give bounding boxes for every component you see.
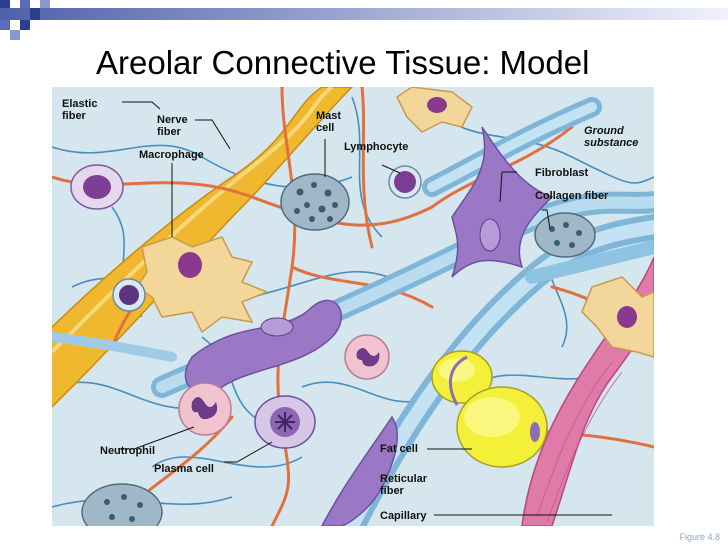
macrophage-2 [396, 87, 473, 133]
neutrophil-2 [344, 334, 390, 380]
mast-cell-3 [81, 483, 163, 526]
tissue-illustration [52, 87, 654, 526]
label-elastic-fiber: Elastic fiber [62, 98, 98, 122]
areolar-tissue-figure: Elastic fiber Nerve fiber Macrophage Mas… [52, 87, 654, 526]
fat-cells [431, 350, 548, 468]
label-plasma-cell: Plasma cell [154, 463, 214, 475]
label-collagen-fiber: Collagen fiber [535, 190, 609, 202]
label-fibroblast: Fibroblast [535, 167, 589, 179]
label-neutrophil: Neutrophil [100, 445, 155, 457]
lymphocyte [388, 165, 422, 199]
mast-cell-2 [534, 212, 596, 258]
leader-lines [118, 101, 612, 516]
macrophage-3 [581, 276, 654, 358]
label-capillary: Capillary [380, 510, 427, 522]
macrophage [135, 236, 270, 334]
label-macrophage: Macrophage [139, 149, 204, 161]
lymphocyte-2 [112, 278, 146, 312]
slide-title: Areolar Connective Tissue: Model [96, 44, 590, 81]
label-mast-cell: Mast cell [316, 110, 342, 134]
label-reticular-fiber: Reticular fiber [380, 473, 428, 497]
mast-cell [280, 173, 350, 231]
neutrophil [178, 382, 232, 436]
plasma-cell [254, 395, 316, 449]
label-fat-cell: Fat cell [380, 443, 418, 455]
plasma-cell-2 [70, 164, 124, 210]
header-decoration [0, 0, 728, 50]
label-nerve-fiber: Nerve fiber [157, 114, 188, 138]
label-ground-substance: Ground substance [584, 125, 639, 149]
figure-reference: Figure 4.8 [679, 532, 720, 542]
label-lymphocyte: Lymphocyte [344, 141, 409, 153]
fibroblasts [184, 126, 554, 526]
